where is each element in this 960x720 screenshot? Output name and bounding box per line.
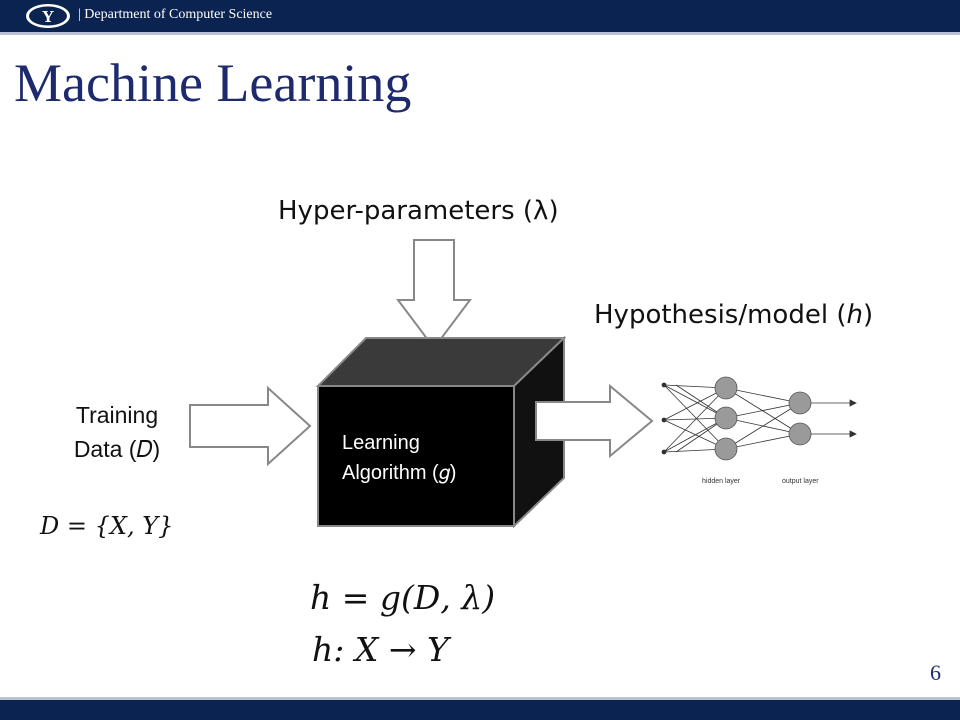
svg-text:Y: Y bbox=[42, 7, 54, 26]
slide-title: Machine Learning bbox=[14, 53, 412, 113]
header-divider bbox=[0, 32, 960, 35]
mapping-equation: ℎ: 𝑋 → 𝑌 bbox=[312, 630, 449, 669]
hypothesis-equation: ℎ = 𝑔(𝐷, λ) bbox=[310, 578, 496, 617]
black-box-front bbox=[317, 385, 515, 527]
footer-divider bbox=[0, 697, 960, 700]
hypothesis-label: Hypothesis/model (ℎ) bbox=[594, 300, 874, 330]
byu-logo: Y bbox=[26, 4, 70, 28]
algorithm-line-2: Algorithm (𝑔) bbox=[342, 462, 457, 484]
page-number: 6 bbox=[930, 660, 941, 685]
header-bar bbox=[0, 0, 960, 32]
training-line-1: Training bbox=[75, 402, 159, 428]
training-input-arrow bbox=[189, 385, 312, 467]
neural-network-icon bbox=[661, 376, 857, 461]
nn-output-layer-label: output layer bbox=[782, 478, 819, 485]
training-line-2: Data (𝐷) bbox=[73, 436, 161, 462]
nn-hidden-layer-label: hidden layer bbox=[702, 478, 741, 485]
dataset-equation: 𝐷 = {𝑋, 𝑌} bbox=[40, 512, 174, 540]
department-name: | Department of Computer Science bbox=[78, 7, 273, 22]
algorithm-label: Learning Algorithm (𝑔) bbox=[342, 428, 456, 488]
algorithm-line-1: Learning bbox=[342, 432, 420, 454]
training-data-label: Training Data (𝐷) bbox=[44, 398, 190, 466]
hyperparameters-label: Hyper-parameters (λ) bbox=[278, 196, 559, 226]
hyperparameter-arrow bbox=[396, 239, 472, 350]
footer-bar bbox=[0, 700, 960, 720]
output-arrow bbox=[535, 383, 654, 459]
